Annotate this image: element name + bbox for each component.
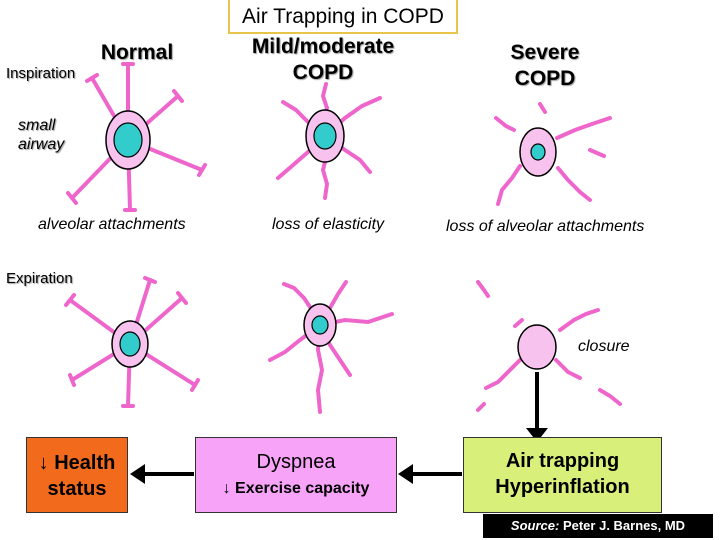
- inspiration-label: Inspiration: [6, 65, 76, 82]
- mild-inspiration-airway: [276, 82, 382, 200]
- alveolar-attachments-label: alveolar attachments: [38, 216, 186, 233]
- health-status-line1: ↓ Health: [38, 452, 116, 474]
- loss-of-alveolar-attachments-label: loss of alveolar attachments: [446, 218, 645, 235]
- dyspnea-box: Dyspnea ↓ Exercise capacity: [195, 437, 397, 513]
- small-airway-line1: small: [18, 117, 56, 134]
- flow-arrows: [130, 372, 548, 484]
- mild-heading-line1: Mild/moderate: [251, 35, 395, 58]
- air-trapping-text: Air trapping: [505, 450, 620, 472]
- dyspnea-text: Dyspnea: [256, 451, 336, 473]
- mild-moderate-heading: Mild/moderate COPD: [228, 34, 418, 86]
- mild-expiration-airway: [268, 280, 394, 414]
- exercise-capacity-text: ↓ Exercise capacity: [222, 480, 370, 497]
- severe-inspiration-airway: [494, 102, 612, 206]
- severe-heading: Severe COPD: [480, 40, 610, 92]
- closure-label: closure: [578, 338, 630, 355]
- mild-heading-line2: COPD: [292, 61, 354, 84]
- source-prefix: Source:: [510, 518, 560, 533]
- air-trapping-box: Air trapping Hyperinflation: [463, 437, 662, 513]
- normal-heading: Normal: [100, 41, 174, 64]
- severe-heading-line2: COPD: [514, 67, 576, 90]
- small-airway-line2: airway: [18, 136, 65, 153]
- loss-of-elasticity-label: loss of elasticity: [272, 216, 385, 233]
- health-status-line2: status: [47, 478, 107, 500]
- health-status-box: ↓ Health status: [26, 437, 128, 513]
- source-author: Peter J. Barnes, MD: [562, 518, 686, 533]
- slide-title: Air Trapping in COPD: [228, 0, 458, 34]
- expiration-label: Expiration: [6, 270, 73, 287]
- small-airway-label: small airway: [18, 116, 64, 154]
- source-credit: Source: Peter J. Barnes, MD: [483, 514, 713, 538]
- severe-expiration-airway: [476, 280, 622, 412]
- severe-heading-line1: Severe: [510, 41, 580, 64]
- hyperinflation-text: Hyperinflation: [495, 476, 630, 498]
- normal-inspiration-airway: [66, 62, 207, 212]
- normal-expiration-airway: [64, 276, 200, 408]
